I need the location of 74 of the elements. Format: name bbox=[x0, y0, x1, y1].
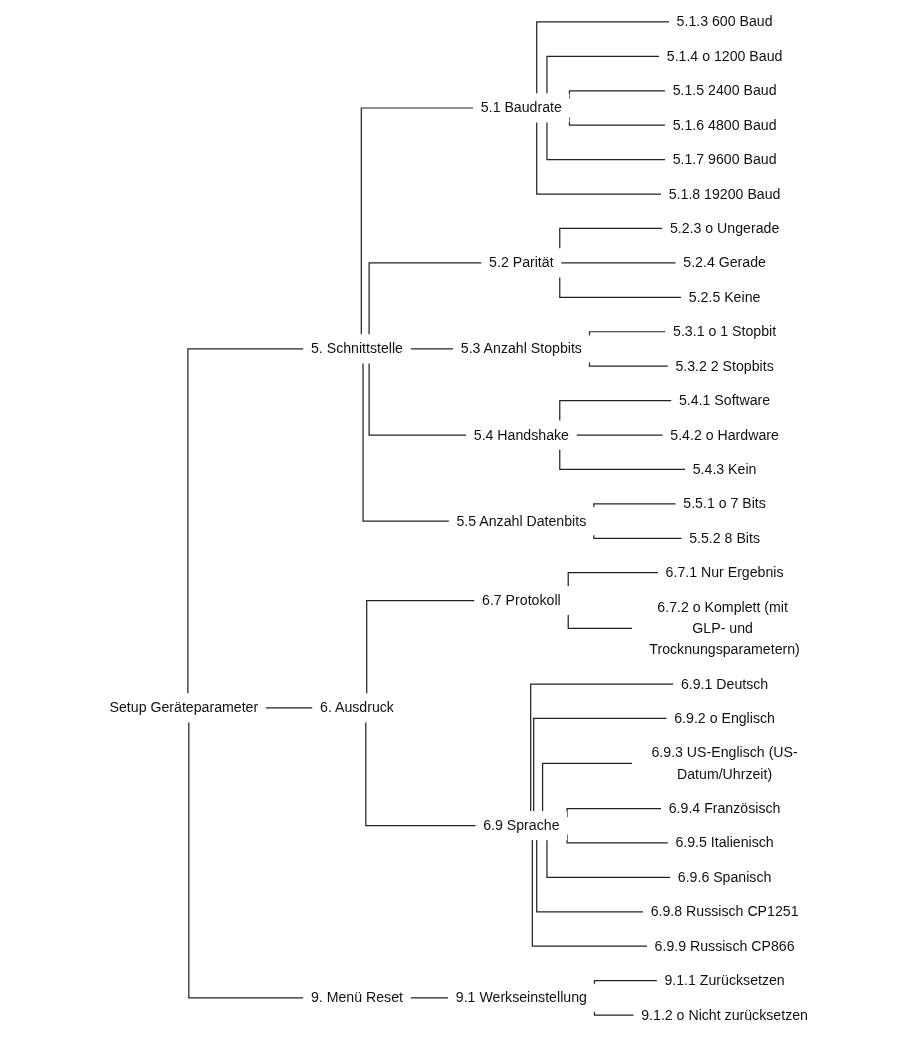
node-text: 5.2.3 o Ungerade bbox=[669, 219, 780, 236]
node-text: 5.1.7 9600 Baud bbox=[672, 150, 777, 167]
connector bbox=[187, 348, 305, 695]
node-text: 6.7.1 Nur Ergebnis bbox=[665, 564, 784, 581]
node-text: 5.2 Parität bbox=[489, 254, 554, 271]
connector bbox=[536, 121, 662, 195]
connector bbox=[546, 839, 671, 878]
connector bbox=[531, 839, 648, 947]
connector bbox=[265, 707, 314, 709]
node-text: 6.9.5 Italienisch bbox=[675, 834, 774, 851]
connector bbox=[409, 997, 449, 999]
node-text: 9.1.2 o Nicht zurücksetzen bbox=[641, 1006, 808, 1023]
node-text: 5.1.4 o 1200 Baud bbox=[666, 47, 783, 64]
node-text: 5.5 Anzahl Datenbits bbox=[456, 512, 587, 529]
node-text: 5.3 Anzahl Stopbits bbox=[460, 340, 582, 357]
node-text: 6.7 Protokoll bbox=[482, 591, 561, 608]
node-text: 9. Menü Reset bbox=[310, 989, 403, 1006]
connector bbox=[362, 362, 450, 522]
connector bbox=[536, 839, 644, 913]
node-text: 5.1.3 600 Baud bbox=[676, 13, 773, 30]
node-text: 5.2.4 Gerade bbox=[683, 254, 766, 271]
connector bbox=[559, 448, 686, 471]
node-text: 6.9.1 Deutsch bbox=[680, 675, 769, 692]
node-text: Setup Geräteparameter bbox=[109, 699, 259, 716]
node-text: 9.1.1 Zurücksetzen bbox=[664, 971, 785, 988]
node-text: 5.4.3 Kein bbox=[692, 460, 757, 477]
connector bbox=[567, 572, 659, 587]
node-text: 5.3.2 2 Stopbits bbox=[675, 357, 774, 374]
connector bbox=[368, 362, 467, 436]
connector bbox=[559, 276, 682, 298]
connector bbox=[530, 683, 674, 812]
connector bbox=[567, 614, 633, 629]
node-text: 9.1 Werkseinstellung bbox=[455, 989, 587, 1006]
connector bbox=[368, 262, 483, 336]
connector bbox=[366, 599, 476, 695]
node-text: 6.9.4 Französisch bbox=[668, 799, 781, 816]
node-text: 6.7.2 o Komplett (mit GLP- und Trocknungsparametern) bbox=[649, 598, 800, 657]
connector bbox=[546, 55, 660, 95]
node-text: 5. Schnittstelle bbox=[310, 340, 403, 357]
connector bbox=[536, 21, 670, 95]
connector bbox=[188, 721, 305, 999]
node-text: 5.2.5 Keine bbox=[688, 288, 761, 305]
node-text: 5.5.2 8 Bits bbox=[689, 529, 760, 546]
node-text: 5.3.1 o 1 Stopbit bbox=[673, 323, 777, 340]
connector bbox=[593, 980, 658, 985]
connector bbox=[560, 262, 677, 264]
connector bbox=[360, 107, 474, 336]
node-text: 5.1.5 2400 Baud bbox=[672, 82, 777, 99]
connector bbox=[575, 434, 664, 436]
connector bbox=[588, 361, 669, 367]
connector bbox=[593, 1010, 635, 1016]
node-text: 5.4.1 Software bbox=[678, 391, 771, 408]
connector bbox=[409, 348, 454, 350]
node-text: 5.1.8 19200 Baud bbox=[668, 185, 781, 202]
connector bbox=[593, 503, 677, 509]
node-text: 6. Ausdruck bbox=[320, 699, 394, 716]
node-text: 6.9.6 Spanisch bbox=[677, 868, 772, 885]
connector bbox=[533, 717, 668, 812]
connector bbox=[365, 721, 477, 827]
node-text: 6.9.8 Russisch CP1251 bbox=[650, 903, 799, 920]
connector bbox=[541, 762, 633, 812]
node-text: 6.9.3 US-Englisch (US-Datum/Uhrzeit) bbox=[651, 744, 798, 782]
connector bbox=[546, 121, 666, 161]
node-text: 5.1 Baudrate bbox=[480, 99, 562, 116]
node-text: 5.1.6 4800 Baud bbox=[672, 116, 777, 133]
node-text: 6.9.9 Russisch CP866 bbox=[654, 937, 795, 954]
node-text: 5.4 Handshake bbox=[473, 426, 569, 443]
connector bbox=[593, 534, 683, 539]
connector bbox=[559, 227, 663, 250]
connector bbox=[559, 400, 673, 422]
connector bbox=[588, 331, 667, 337]
node-text: 5.4.2 o Hardware bbox=[670, 426, 779, 443]
node-text: 5.5.1 o 7 Bits bbox=[683, 495, 766, 512]
node-text: 6.9.2 o Englisch bbox=[674, 709, 775, 726]
